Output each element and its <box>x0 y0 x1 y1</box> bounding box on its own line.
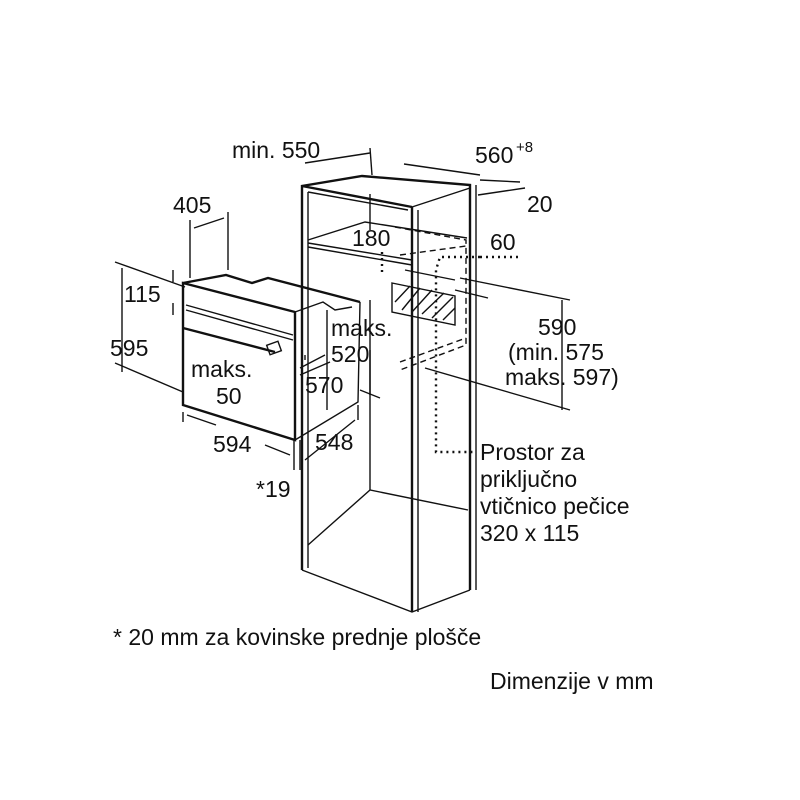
socket-note-line-4: 320 x 115 <box>480 520 579 546</box>
footnote: * 20 mm za kovinske prednje plošče <box>113 624 482 650</box>
units-note: Dimenzije v mm <box>490 668 654 694</box>
dim-560-tolerance: +8 <box>516 139 533 156</box>
dim-570: 570 <box>305 372 343 398</box>
dim-560: 560 <box>475 142 513 168</box>
dim-590: 590 <box>538 314 576 340</box>
dim-595: 595 <box>110 335 148 361</box>
socket-note-line-1: Prostor za <box>480 439 585 465</box>
dim-maks-50-value: 50 <box>216 383 242 409</box>
dim-maks-520-value: 520 <box>331 341 369 367</box>
dim-maks-520-label: maks. <box>331 315 392 341</box>
dim-maks-50-label: maks. <box>191 356 252 382</box>
dim-548: 548 <box>315 429 353 455</box>
dim-590-max: maks. 597) <box>505 364 619 390</box>
dim-594: 594 <box>213 431 252 457</box>
dim-min-550: min. 550 <box>232 137 320 163</box>
dim-405: 405 <box>173 192 211 218</box>
oven <box>181 273 361 442</box>
socket-note-line-3: vtičnico pečice <box>480 493 630 519</box>
dim-60: 60 <box>490 229 516 255</box>
dim-590-min: (min. 575 <box>508 339 604 365</box>
socket-area <box>380 252 522 454</box>
dim-115: 115 <box>124 281 161 307</box>
dim-20: 20 <box>527 191 553 217</box>
dim-180: 180 <box>352 225 390 251</box>
dim-19: *19 <box>256 476 291 502</box>
dimension-lines <box>114 147 571 470</box>
socket-note-line-2: priključno <box>480 466 577 492</box>
